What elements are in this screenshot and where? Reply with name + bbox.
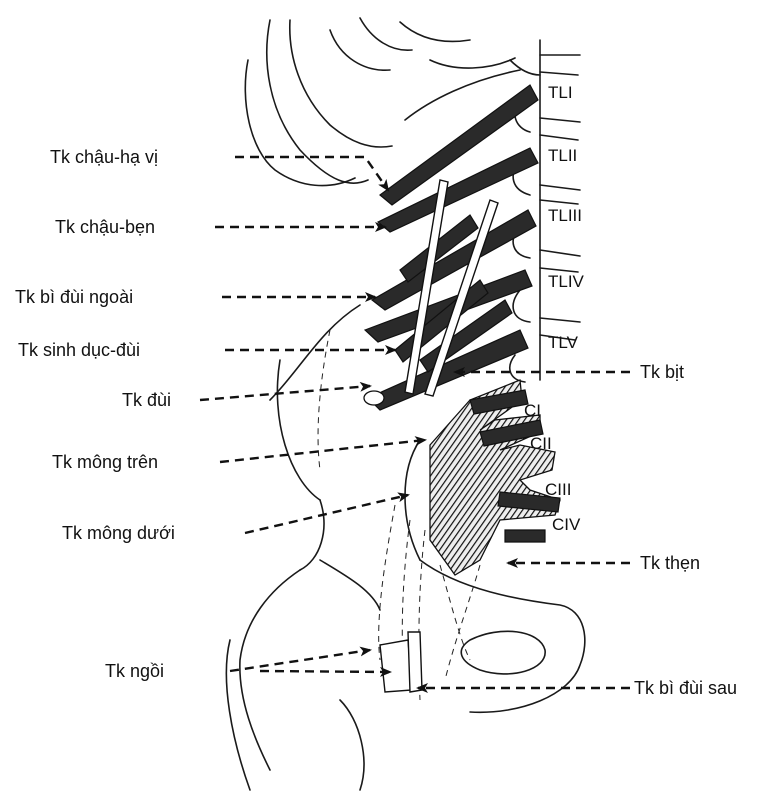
segment-tl4: TLIV bbox=[548, 272, 585, 291]
segment-tl5: TLV bbox=[548, 333, 579, 352]
leader-mong-tren bbox=[220, 440, 425, 462]
segment-c2: CII bbox=[530, 434, 552, 453]
leader-dui bbox=[200, 386, 370, 400]
leader-mong-duoi bbox=[245, 495, 408, 533]
leader-ngoi-2 bbox=[260, 671, 390, 672]
label-dui: Tk đùi bbox=[122, 390, 171, 410]
label-chau-ben: Tk chậu-bẹn bbox=[55, 217, 155, 237]
label-mong-tren: Tk mông trên bbox=[52, 452, 158, 472]
segment-c4: CIV bbox=[552, 515, 581, 534]
label-bit: Tk bịt bbox=[640, 362, 684, 382]
label-ngoi: Tk ngồi bbox=[105, 661, 164, 681]
label-bi-dui-sau: Tk bì đùi sau bbox=[634, 678, 737, 698]
ribs bbox=[245, 18, 520, 186]
leader-lines bbox=[200, 157, 630, 688]
leader-ngoi-1 bbox=[230, 650, 370, 671]
segment-tl2: TLII bbox=[548, 146, 577, 165]
sacral-plexus bbox=[380, 380, 560, 692]
pelvis-outline bbox=[226, 305, 584, 790]
nerve-labels: Tk chậu-hạ vị Tk chậu-bẹn Tk bì đùi ngoà… bbox=[15, 147, 737, 698]
segment-tl1: TLI bbox=[548, 83, 573, 102]
label-chau-ha-vi: Tk chậu-hạ vị bbox=[50, 147, 158, 167]
label-sinh-duc-dui: Tk sinh dục-đùi bbox=[18, 340, 140, 360]
label-bi-dui-ngoai: Tk bì đùi ngoài bbox=[15, 287, 133, 307]
segment-tl3: TLIII bbox=[548, 206, 582, 225]
segment-c1: CI bbox=[524, 401, 541, 420]
label-mong-duoi: Tk mông dưới bbox=[62, 523, 175, 543]
segment-c3: CIII bbox=[545, 480, 571, 499]
label-then: Tk thẹn bbox=[640, 553, 700, 573]
